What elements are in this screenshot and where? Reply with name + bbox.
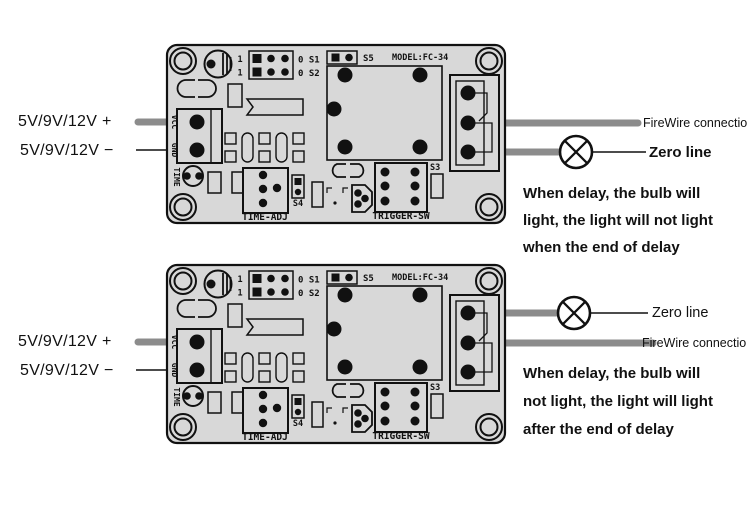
bottom-zero-line-label: Zero line [652, 305, 709, 321]
top-note-line1: When delay, the bulb will [523, 185, 701, 202]
top-power-negative-label: 5V/9V/12V − [20, 142, 114, 159]
bottom-power-positive-label: 5V/9V/12V + [18, 333, 112, 350]
top-note-line3: when the end of delay [523, 239, 680, 256]
top-note: When delay, the bulb will light, the lig… [523, 180, 713, 261]
bottom-wiring [134, 295, 657, 371]
bottom-power-negative-label: 5V/9V/12V − [20, 362, 114, 379]
bottom-firewire-label: FireWire connection [642, 336, 747, 350]
bottom-note-line2: not light, the light will light [523, 393, 713, 410]
bottom-note-line3: after the end of delay [523, 421, 674, 438]
top-firewire-label: FireWire connection [643, 116, 747, 130]
pcb-board-top [165, 43, 507, 225]
top-bulb-symbol [558, 134, 594, 170]
top-zero-line-label: Zero line [649, 144, 712, 161]
bottom-note: When delay, the bulb will not light, the… [523, 360, 713, 444]
bottom-bulb-symbol [556, 295, 592, 331]
bottom-note-line1: When delay, the bulb will [523, 365, 701, 382]
top-power-positive-label: 5V/9V/12V + [18, 113, 112, 130]
pcb-board-bottom [165, 263, 507, 445]
top-note-line2: light, the light will not light [523, 212, 713, 229]
